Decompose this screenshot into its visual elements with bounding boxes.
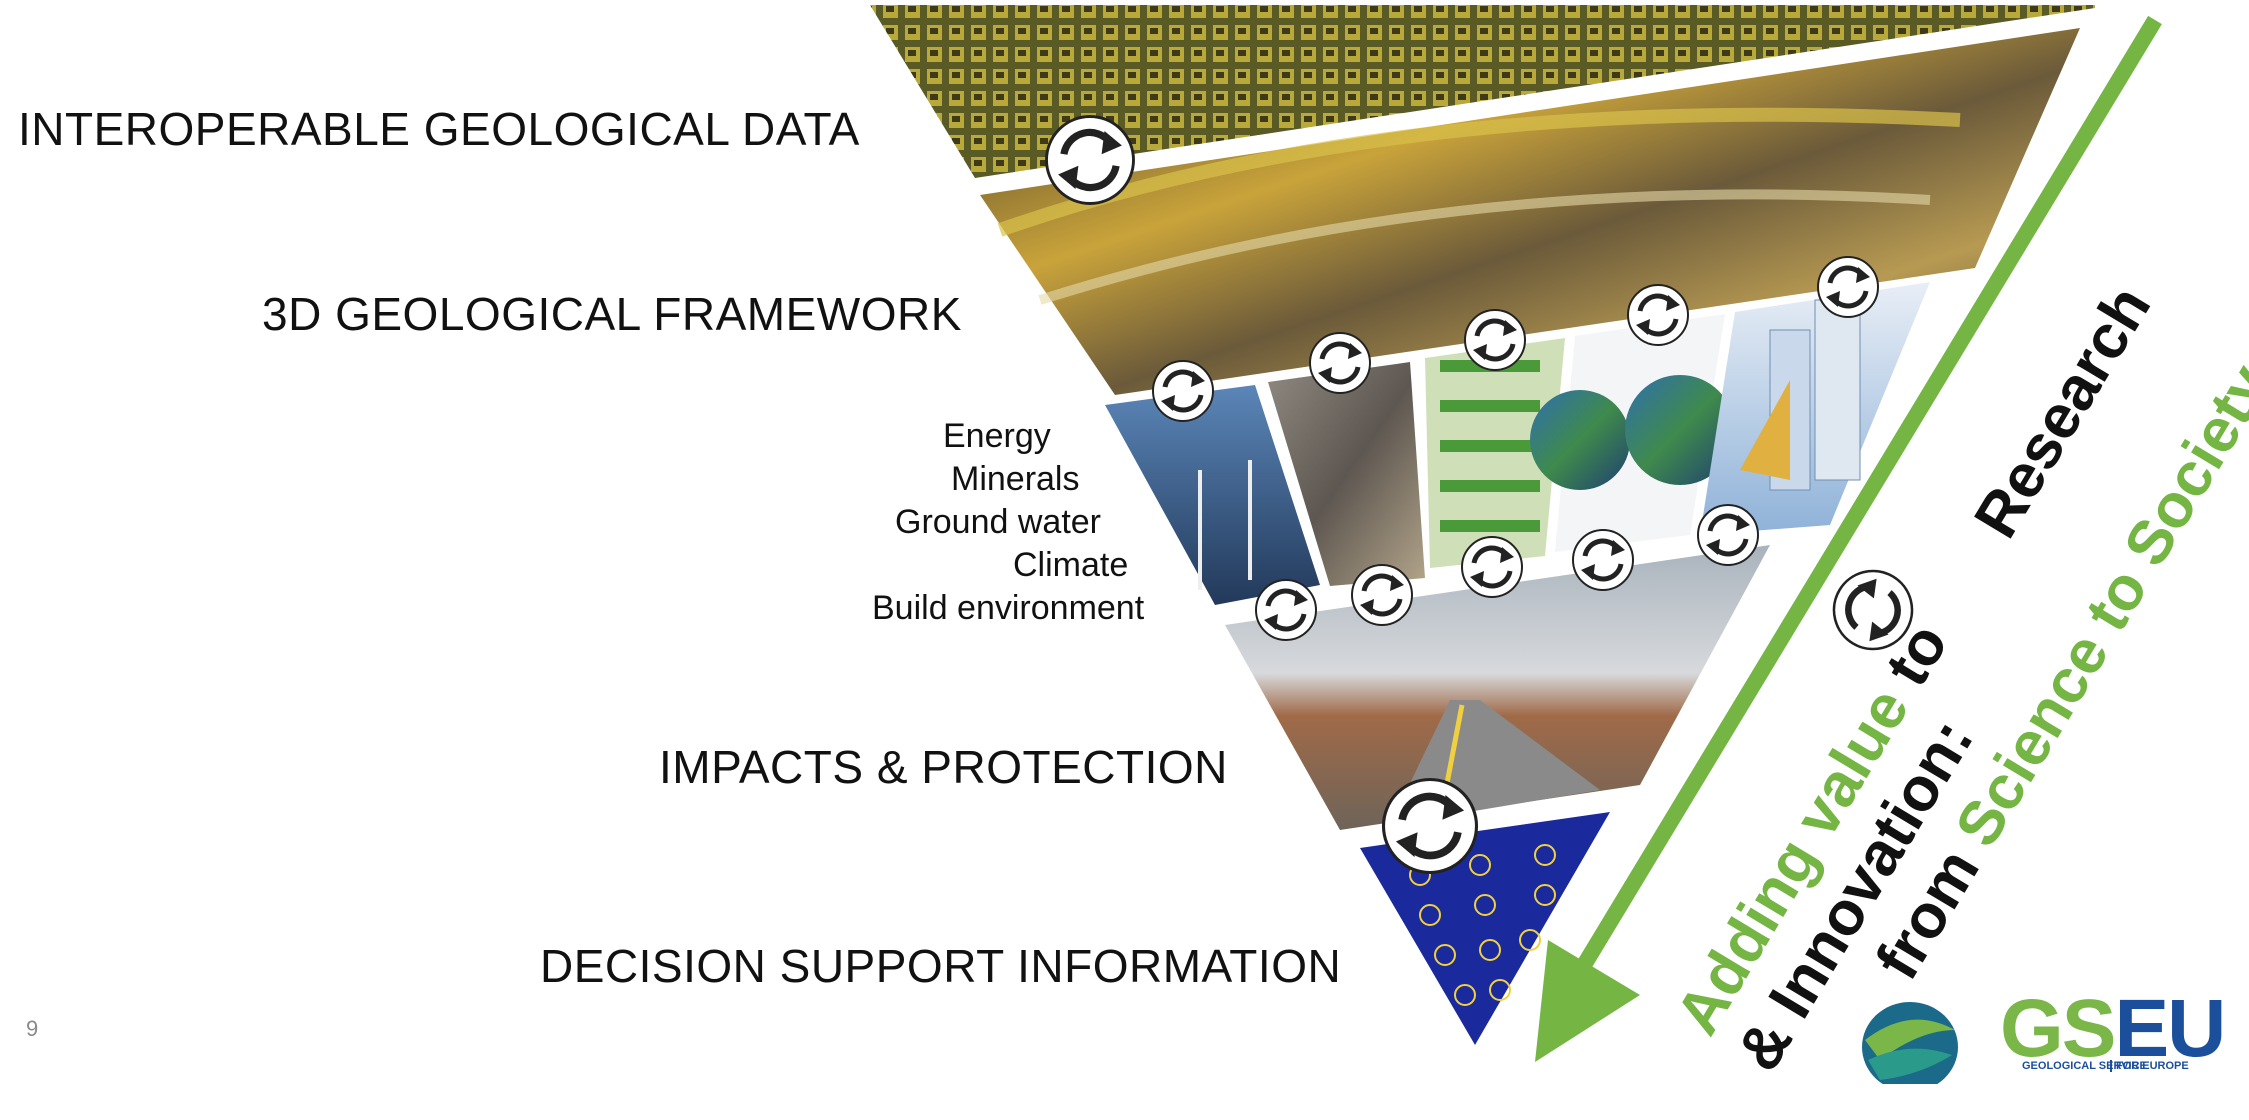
refresh-cycle-icon xyxy=(1818,257,1878,317)
theme-label-energy: Energy xyxy=(943,417,1051,455)
theme-label-build: Build environment xyxy=(872,589,1145,627)
theme-label-climate: Climate xyxy=(1013,546,1129,584)
theme-label-minerals: Minerals xyxy=(951,460,1080,498)
gseu-logo-text: GSEU xyxy=(2000,983,2226,1074)
refresh-cycle-icon xyxy=(1573,530,1633,590)
theme-minerals-image xyxy=(1268,362,1425,586)
refresh-cycle-icon xyxy=(1628,285,1688,345)
slide-number: 9 xyxy=(26,1016,39,1041)
refresh-cycle-icon xyxy=(1047,117,1134,204)
layer-data-image xyxy=(870,5,2095,178)
theme-energy-image xyxy=(1105,385,1320,605)
theme-label-groundwater: Ground water xyxy=(895,503,1101,541)
value-arrow xyxy=(1568,15,2162,985)
refresh-cycle-icon xyxy=(1153,361,1213,421)
refresh-cycle-icon xyxy=(1384,780,1477,873)
refresh-cycle-icon xyxy=(1462,537,1522,597)
refresh-cycle-icon xyxy=(1256,580,1316,640)
layer-label-decision: DECISION SUPPORT INFORMATION xyxy=(540,940,1342,992)
layer-label-impacts: IMPACTS & PROTECTION xyxy=(659,741,1228,793)
logo-subtitle-left: GEOLOGICAL SERVICE xyxy=(2022,1060,2147,1072)
refresh-cycle-icon xyxy=(1465,310,1525,370)
value-arrow-head xyxy=(1535,940,1640,1062)
pyramid-graphic xyxy=(870,5,2162,1062)
theme-groundwater-image xyxy=(1425,338,1565,568)
logo-subtitle-right: FOR EUROPE xyxy=(2110,1060,2189,1073)
refresh-cycle-icon xyxy=(1352,565,1412,625)
refresh-cycle-icon xyxy=(1310,333,1370,393)
refresh-cycle-icon xyxy=(1698,505,1758,565)
layer-label-framework: 3D GEOLOGICAL FRAMEWORK xyxy=(262,288,962,340)
layer-label-data: INTEROPERABLE GEOLOGICAL DATA xyxy=(18,103,860,155)
gseu-logo-mark xyxy=(1862,1002,1958,1084)
